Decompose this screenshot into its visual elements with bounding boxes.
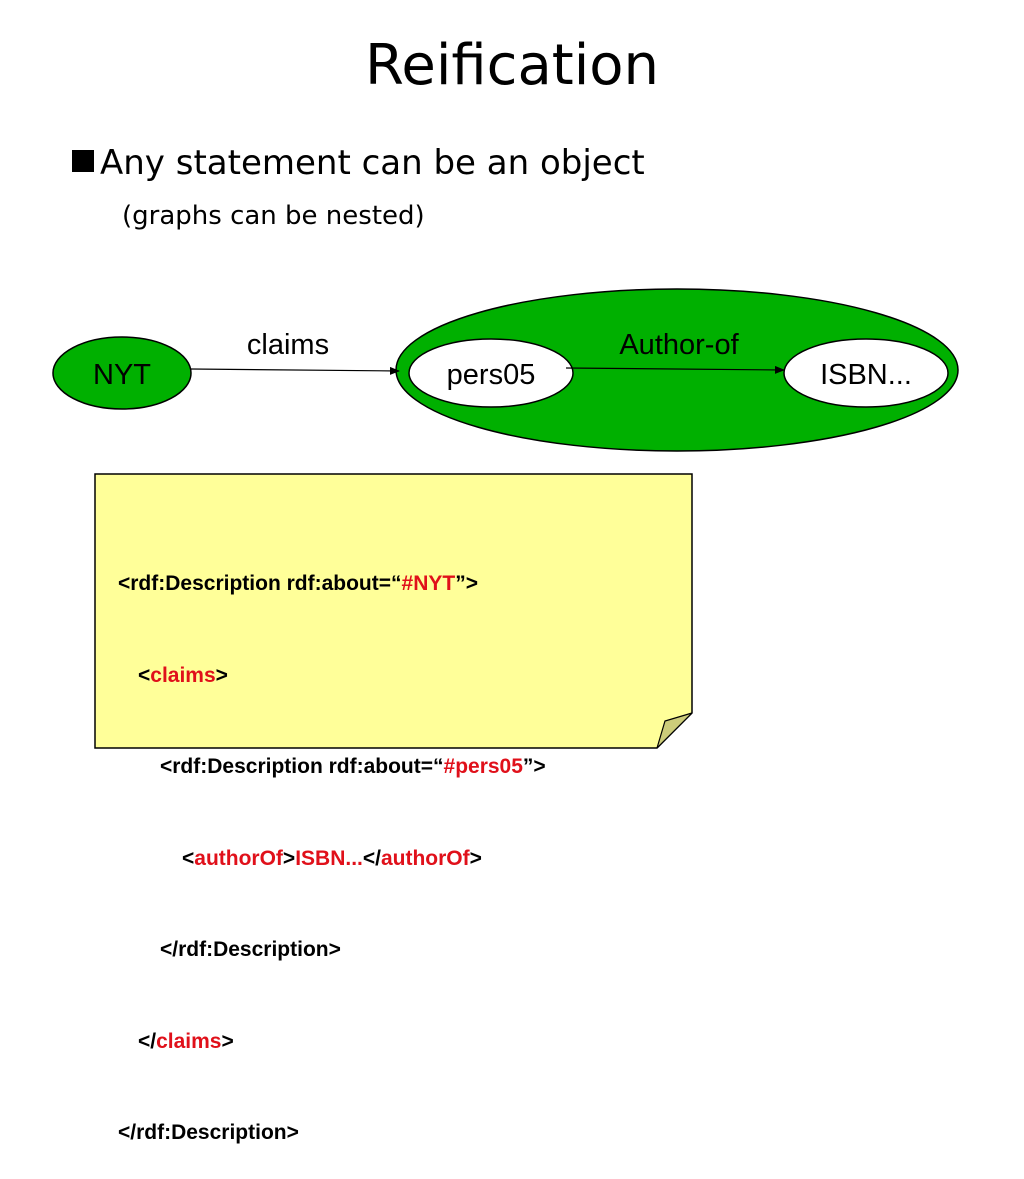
code-line-7: </rdf:Description> [118, 1121, 299, 1144]
square-bullet-icon [72, 150, 94, 172]
rdf-xml-code: <rdf:Description rdf:about=“#NYT”> <clai… [118, 508, 546, 1179]
node-nyt [52, 336, 192, 410]
code-note-fold [656, 712, 693, 749]
node-nyt-label: NYT [93, 359, 151, 391]
bullet-item: Any statement can be an object [72, 146, 645, 180]
code-line-4: <authorOf>ISBN...</authorOf> [182, 846, 482, 870]
edge-claims-arrow [190, 366, 400, 375]
code-line-3: <rdf:Description rdf:about=“#pers05”> [160, 755, 546, 778]
code-line-6: </claims> [138, 1029, 234, 1053]
edge-author-of-label: Author-of [619, 329, 739, 361]
edge-claims-label: claims [247, 329, 329, 361]
node-pers05-label: pers05 [447, 359, 536, 391]
node-isbn-label: ISBN... [820, 359, 912, 391]
bullet-text: Any statement can be an object [100, 143, 645, 183]
sub-bullet-text: (graphs can be nested) [122, 201, 425, 231]
edge-author-of-arrow [565, 365, 785, 374]
code-line-2: <claims> [138, 663, 228, 687]
code-line-1: <rdf:Description rdf:about=“#NYT”> [118, 572, 478, 595]
reification-diagram: NYT pers05 ISBN... claims Author-of [52, 288, 959, 749]
slide-title: Reification [364, 33, 660, 98]
node-pers05 [408, 338, 574, 408]
code-line-5: </rdf:Description> [160, 938, 341, 961]
